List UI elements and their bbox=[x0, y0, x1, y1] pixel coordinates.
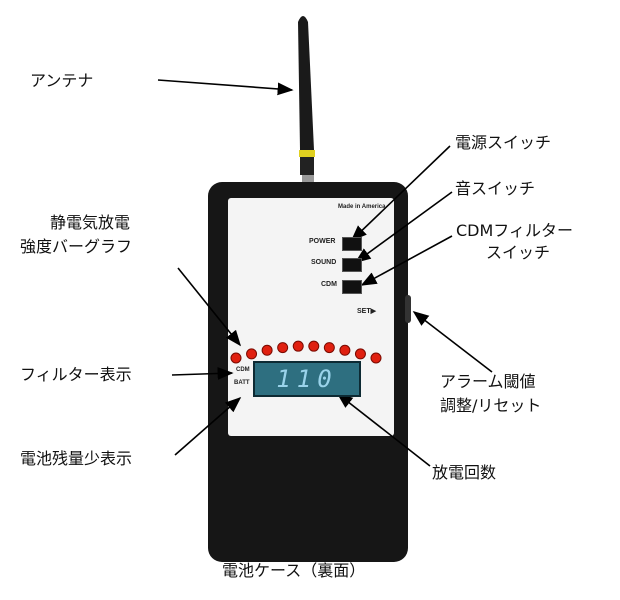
sound-switch[interactable] bbox=[342, 258, 362, 272]
led-indicator bbox=[292, 340, 304, 352]
label-discharge-count: 放電回数 bbox=[432, 463, 497, 482]
led-indicator bbox=[339, 344, 351, 356]
antenna bbox=[298, 16, 315, 185]
power-label: POWER bbox=[309, 238, 336, 245]
label-cdm-switch-2: スイッチ bbox=[486, 243, 551, 262]
led-indicator bbox=[277, 342, 289, 354]
made-in-text: Made in America bbox=[338, 204, 386, 210]
discharge-count-display: 110 bbox=[253, 361, 361, 397]
label-cdm-switch-1: CDMフィルター bbox=[456, 221, 573, 240]
label-alarm-1: アラーム閾値 bbox=[440, 372, 536, 391]
led-indicator bbox=[354, 348, 366, 360]
label-bargraph-1: 静電気放電 bbox=[50, 213, 131, 232]
side-set-button[interactable] bbox=[405, 295, 411, 323]
label-power-switch: 電源スイッチ bbox=[455, 133, 552, 152]
label-alarm-2: 調整/リセット bbox=[440, 396, 542, 415]
label-battery-case: 電池ケース（裏面） bbox=[222, 561, 366, 580]
front-panel bbox=[228, 198, 394, 436]
led-indicator bbox=[230, 352, 242, 364]
label-sound-switch: 音スイッチ bbox=[455, 179, 536, 198]
label-filter-indicator: フィルター表示 bbox=[20, 365, 132, 384]
led-indicator bbox=[308, 340, 320, 352]
label-bargraph-2: 強度バーグラフ bbox=[20, 237, 133, 256]
power-switch[interactable] bbox=[342, 237, 362, 251]
batt-indicator-label: BATT bbox=[234, 380, 250, 386]
label-antenna: アンテナ bbox=[30, 71, 94, 90]
led-indicator bbox=[261, 344, 273, 356]
led-indicator bbox=[246, 348, 258, 360]
led-bargraph bbox=[230, 340, 382, 364]
sound-label: SOUND bbox=[311, 259, 337, 266]
label-low-battery: 電池残量少表示 bbox=[20, 449, 133, 468]
cdm-indicator-label: CDM bbox=[236, 367, 250, 373]
cdm-label: CDM bbox=[321, 281, 337, 288]
annotation-arrows bbox=[157, 79, 493, 467]
set-label: SET▶ bbox=[357, 308, 376, 315]
cdm-switch[interactable] bbox=[342, 280, 362, 294]
led-indicator bbox=[323, 342, 335, 354]
led-indicator bbox=[370, 352, 382, 364]
